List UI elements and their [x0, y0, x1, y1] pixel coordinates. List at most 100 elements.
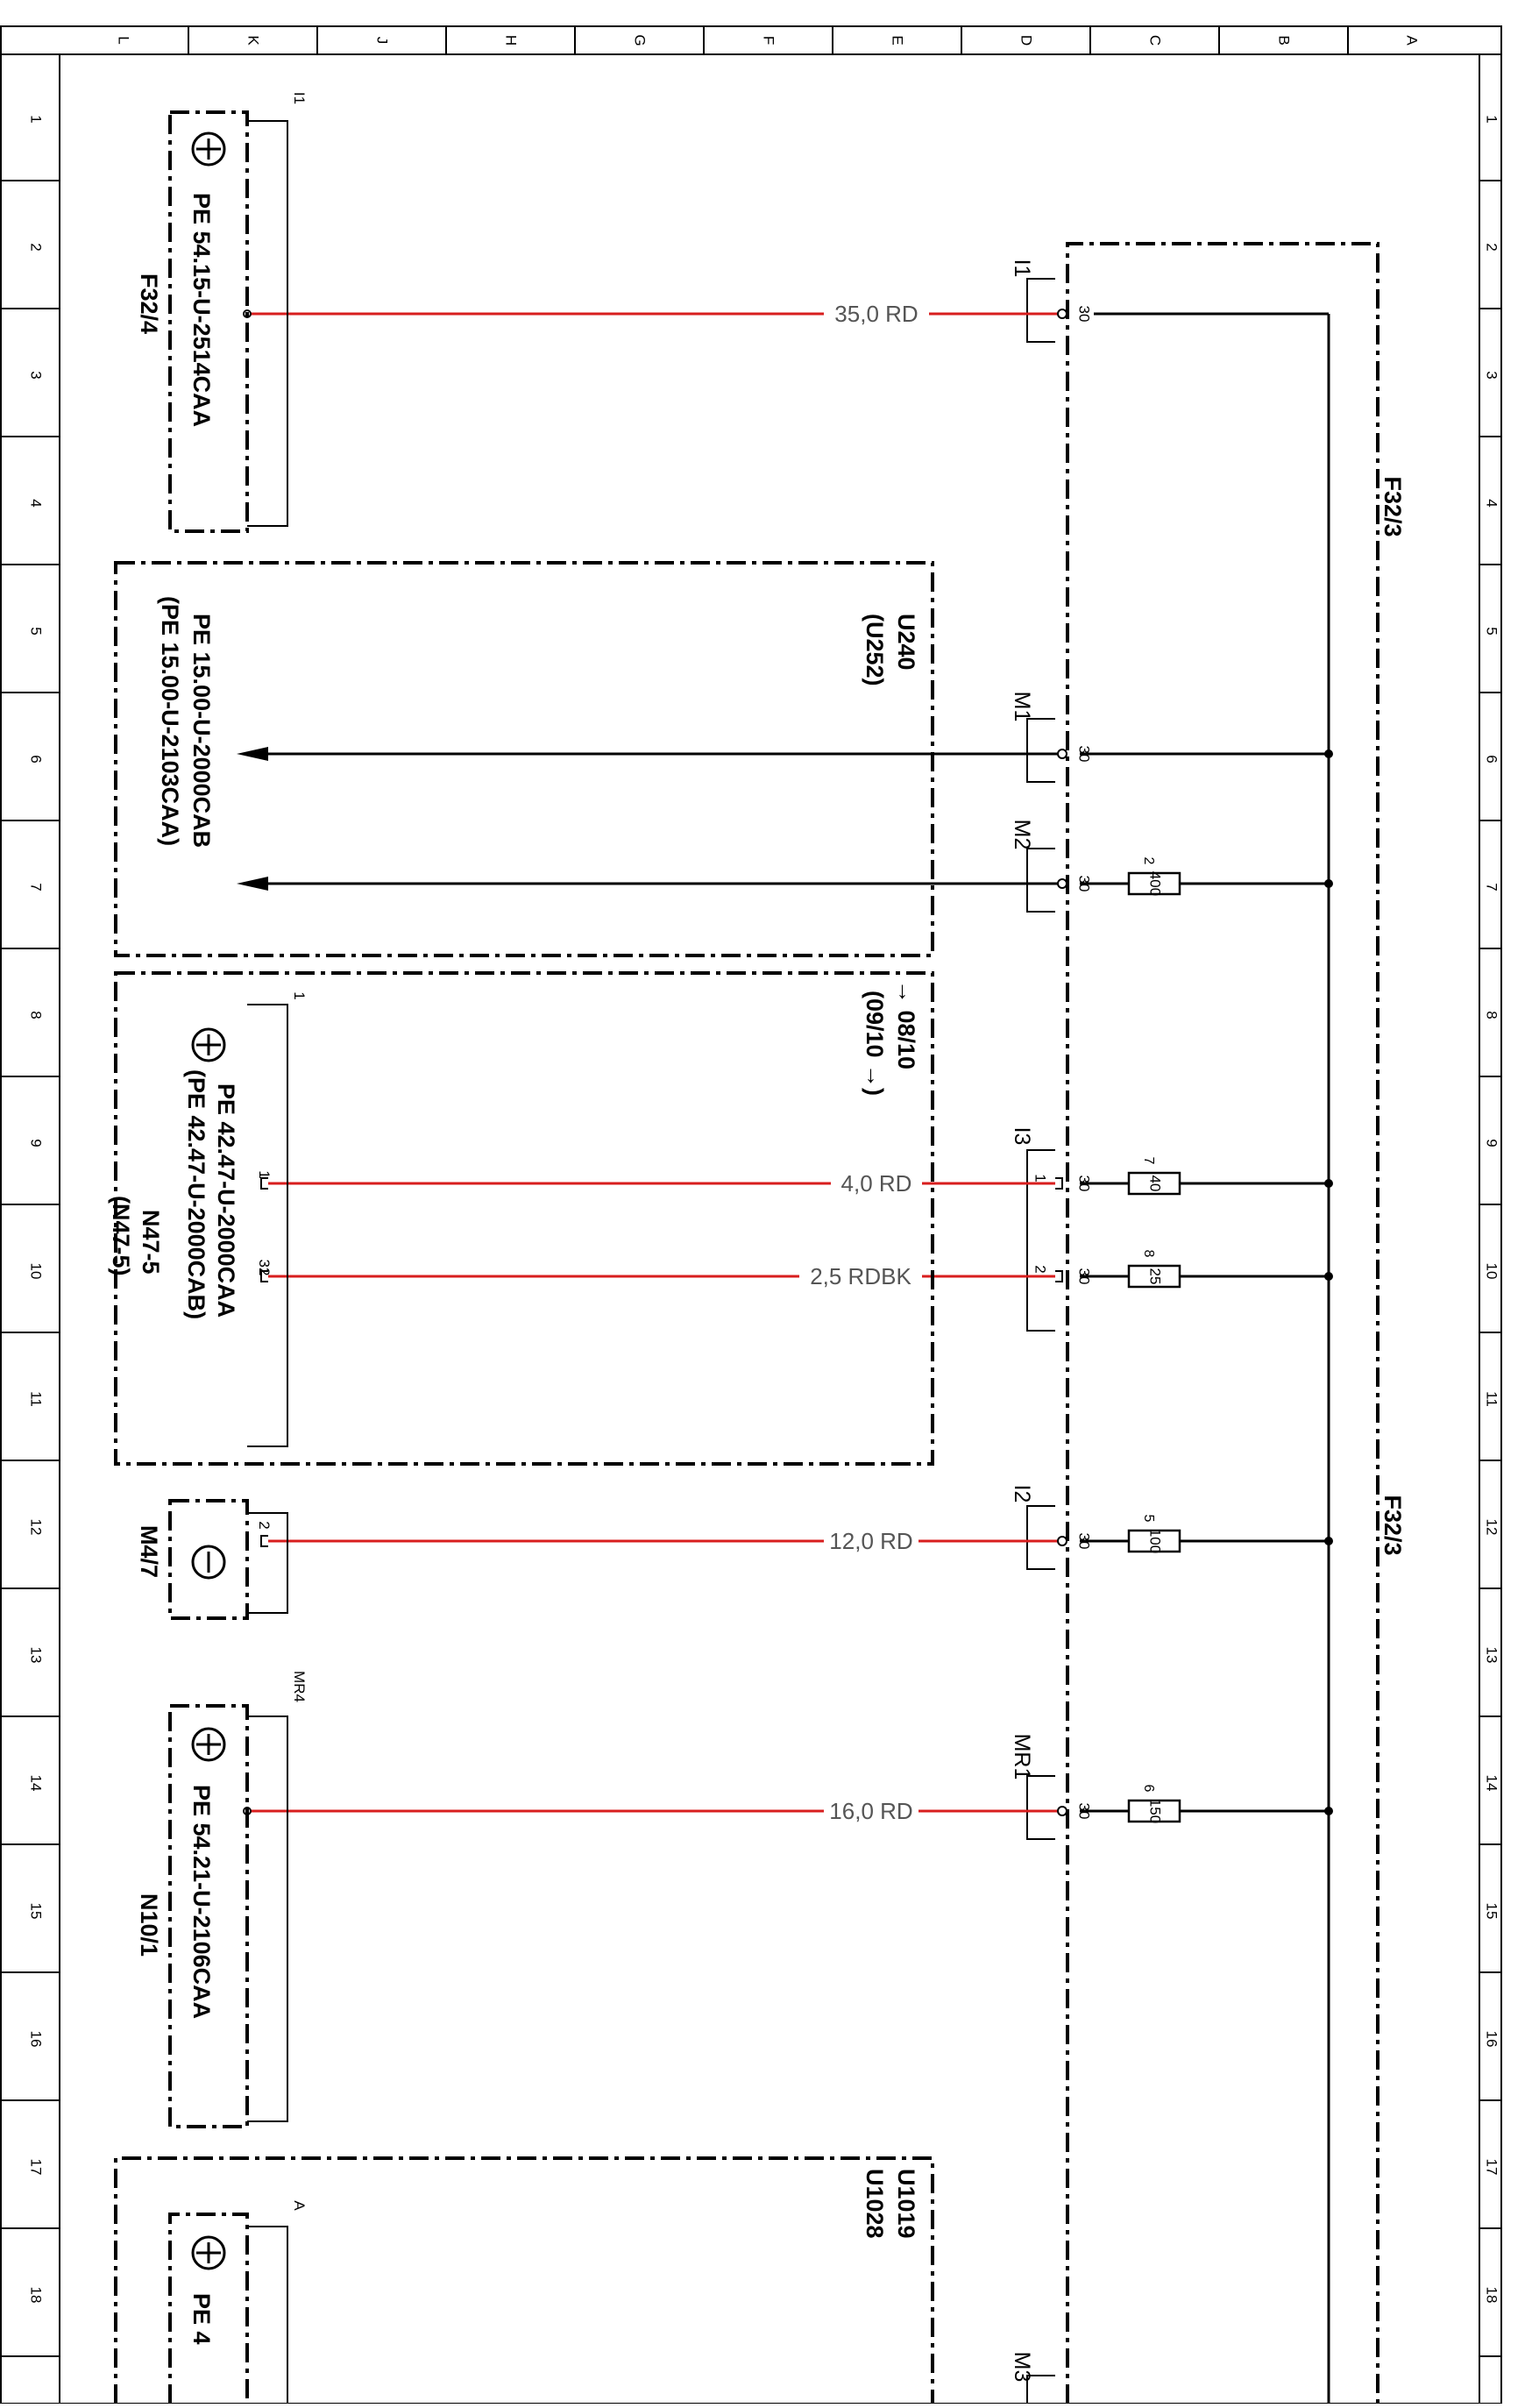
col-label: H [503, 35, 520, 46]
row-label: 15 [1484, 1903, 1500, 1920]
ground-symbol-icon [191, 1027, 226, 1062]
connector-label-i1: I1 [1010, 259, 1034, 278]
fuse-6: 150 6 [1127, 1785, 1181, 1823]
connector-label: I1 [291, 92, 308, 104]
fuse-rating: 150 [1147, 1799, 1164, 1823]
row-label: 7 [28, 883, 45, 891]
component-n47-5: 1 1 32 PE 42.47-U-2000CAA (PE 42.47-U-20… [108, 971, 934, 1466]
ground-symbol-icon [191, 1727, 226, 1762]
row-label: 13 [1484, 1647, 1500, 1664]
col-label: C [1147, 35, 1164, 46]
col-label: A [1404, 35, 1421, 46]
component-u240: U240 (U252) PE 15.00-U-2000CAB (PE 15.00… [114, 561, 934, 957]
pin-label: 32 [256, 1260, 273, 1276]
wire-i2: 12,0 RD [268, 1528, 1067, 1554]
pin-2: 2 [1032, 1265, 1049, 1273]
row-label: 1 [28, 115, 45, 123]
fuse-number: 7 [1141, 1157, 1156, 1165]
wire-m2 [237, 877, 1067, 891]
component-u1019: A U1019 U1028 PE 4 [114, 2156, 934, 2404]
component-ref: PE 15.00-U-2000CAB [188, 614, 215, 848]
row-label: 11 [1484, 1391, 1500, 1407]
bus-label: F32/3 [1380, 476, 1406, 536]
pin-30: 30 [1076, 1176, 1093, 1192]
row-label: 16 [28, 2031, 45, 2048]
fuse-5: 100 5 [1127, 1515, 1181, 1553]
pin-30: 30 [1076, 1803, 1093, 1820]
wire-mr1: 16,0 RD [243, 1798, 1067, 1824]
row-label: 8 [28, 1011, 45, 1019]
column-dividers [188, 26, 1349, 54]
row-label: 4 [28, 499, 45, 507]
pin-1: 1 [1032, 1174, 1049, 1182]
col-label: L [116, 36, 132, 44]
row-label: 16 [1484, 2031, 1500, 2048]
fuse-rating: 25 [1147, 1268, 1164, 1285]
row-label: 1 [1484, 115, 1500, 123]
terminal-markers [260, 1177, 1063, 1547]
fuse-rating: 400 [1147, 871, 1164, 896]
row-label: 12 [1484, 1519, 1500, 1536]
connector-label-m2: M2 [1010, 820, 1034, 850]
col-label: B [1276, 35, 1293, 45]
connector-label: MR4 [291, 1671, 308, 1702]
row-label: 6 [1484, 755, 1500, 763]
fuse-number: 2 [1141, 857, 1156, 865]
fuse-rating: 100 [1147, 1529, 1164, 1553]
component-n10-1: MR4 PE 54.21-U-2106CAA N10/1 [136, 1671, 308, 2128]
component-id-alt: U1028 [862, 2169, 888, 2239]
connector-label: 1 [291, 991, 308, 999]
row-label: 2 [1484, 243, 1500, 251]
pin-30: 30 [1076, 746, 1093, 763]
row-label: 15 [28, 1903, 45, 1920]
row-dividers [1, 180, 1501, 2357]
col-label: G [632, 34, 649, 46]
fuse-7: 40 7 [1127, 1157, 1181, 1196]
component-f32-4: I1 PE 54.15-U-2514CAA F32/4 [136, 92, 308, 533]
wire-i3-2: 2,5 RDBK [268, 1263, 1055, 1289]
component-m4-7: 2 M4/7 [136, 1499, 288, 1620]
col-label: K [245, 35, 262, 46]
row-labels-left: 1 2 3 4 5 6 7 8 9 10 11 12 13 14 15 16 1… [28, 115, 45, 2303]
row-label: 4 [1484, 499, 1500, 507]
col-label: J [374, 37, 391, 45]
wire-i1: 35,0 RD [243, 301, 1067, 327]
wire-label: 16,0 RD [829, 1798, 912, 1824]
row-label: 8 [1484, 1011, 1500, 1019]
col-label: F [761, 36, 777, 45]
row-label: 3 [28, 371, 45, 379]
wire-m1 [237, 747, 1067, 761]
wire-label: 12,0 RD [829, 1528, 912, 1554]
pin-30: 30 [1076, 876, 1093, 892]
row-label: 11 [28, 1391, 45, 1407]
wire-label: 2,5 RDBK [810, 1263, 911, 1289]
bus-line [1080, 312, 1330, 2404]
fuse-m2: 400 2 [1127, 857, 1181, 896]
row-label: 9 [1484, 1139, 1500, 1147]
connector-label: 2 [256, 1521, 273, 1529]
component-ref: PE 54.21-U-2106CAA [188, 1785, 215, 2019]
row-label: 2 [28, 243, 45, 251]
pin-label: 1 [256, 1170, 273, 1178]
col-label: D [1018, 35, 1035, 46]
row-label: 14 [1484, 1775, 1500, 1792]
motor-icon [191, 1545, 226, 1580]
pin-30: 30 [1076, 306, 1093, 323]
component-id-alt: (U252) [862, 614, 888, 686]
bus-label: F32/3 [1380, 1495, 1406, 1555]
connector-label-m1: M1 [1010, 692, 1034, 722]
row-label: 13 [28, 1647, 45, 1664]
connector-label-i2: I2 [1010, 1485, 1034, 1503]
component-ref: PE 42.47-U-2000CAA [213, 1083, 239, 1318]
component-id: U1019 [893, 2169, 919, 2239]
component-id: F32/4 [136, 273, 162, 334]
row-label: 18 [28, 2287, 45, 2304]
connector-label-i3: I3 [1010, 1127, 1034, 1146]
row-label: 17 [28, 2159, 45, 2176]
component-ref-alt: (PE 15.00-U-2103CAA) [157, 596, 183, 846]
pin-30: 30 [1076, 1533, 1093, 1550]
wire-label: 4,0 RD [841, 1170, 912, 1197]
col-label: E [890, 35, 906, 45]
